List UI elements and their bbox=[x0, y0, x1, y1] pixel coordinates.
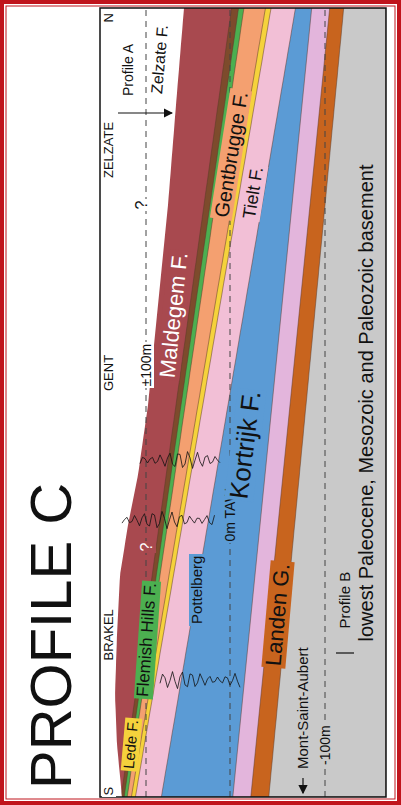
stratum bbox=[121, 8, 386, 797]
stratum bbox=[269, 8, 386, 797]
log-curve bbox=[122, 511, 215, 528]
location-arrow bbox=[302, 778, 303, 793]
profile-label: Profile A bbox=[121, 42, 136, 98]
stratum bbox=[127, 8, 386, 797]
place-label: GENT bbox=[102, 353, 116, 393]
place-label: ZELZATE bbox=[102, 120, 116, 180]
inner-frame bbox=[6, 6, 395, 799]
section-box bbox=[100, 8, 386, 797]
query-mark: ? bbox=[138, 541, 156, 554]
datum-lines bbox=[146, 8, 325, 797]
profile-label: Profile B bbox=[337, 570, 354, 631]
stratum bbox=[251, 8, 386, 797]
datum-label: ±100m bbox=[139, 342, 154, 389]
figure-title: PROFILE C bbox=[22, 483, 80, 789]
log-curve bbox=[140, 452, 220, 469]
well-label: Pottelberg bbox=[189, 554, 206, 626]
strata bbox=[100, 8, 386, 797]
stratum bbox=[135, 8, 386, 797]
place-label: N bbox=[102, 11, 116, 24]
query-mark: ? bbox=[133, 199, 151, 212]
place-label: BRAKEL bbox=[102, 607, 116, 662]
stratum bbox=[161, 8, 386, 797]
profile-tick bbox=[336, 652, 354, 653]
place-label: S bbox=[102, 785, 116, 798]
log-curve bbox=[160, 672, 240, 689]
location-label: Mont-Saint-Aubert bbox=[295, 645, 312, 771]
stratum bbox=[131, 8, 386, 797]
stratum bbox=[124, 8, 386, 797]
datum-label: -100m bbox=[318, 723, 333, 767]
basement-label: lowest Paleocene, Mesozoic and Paleozoic… bbox=[355, 163, 377, 644]
stratum bbox=[100, 8, 386, 797]
profile-marker bbox=[118, 112, 172, 113]
